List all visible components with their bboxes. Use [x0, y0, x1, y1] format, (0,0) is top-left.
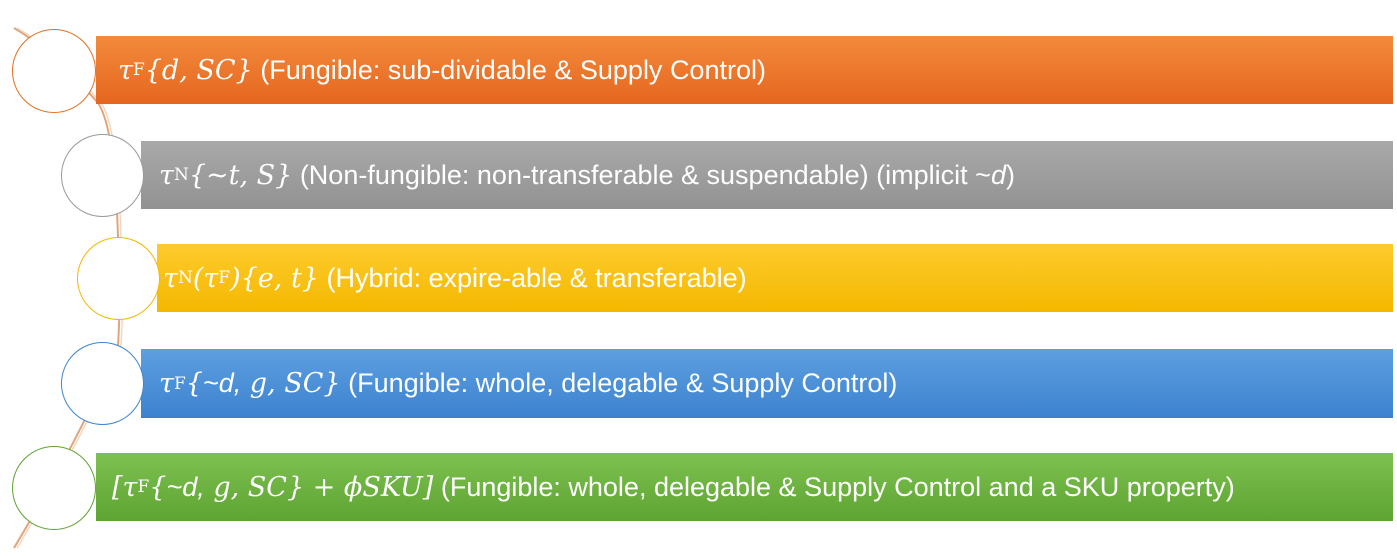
tier-4-circle: [61, 342, 144, 425]
tier-4-params: g, SC}: [241, 368, 341, 399]
tier-2-subscript: N: [173, 165, 189, 185]
tier-1-circle: [12, 29, 96, 113]
tier-3-inner-open: (τ: [192, 262, 219, 294]
tier-4-description: (Fungible: whole, delegable & Supply Con…: [340, 368, 898, 398]
tier-5-open-brace: {: [149, 471, 167, 503]
tier-3-subscript: N: [177, 268, 193, 288]
tier-5-subscript: F: [137, 477, 150, 497]
tier-2-circle: [61, 134, 144, 217]
tier-1-symbol: τ: [118, 54, 133, 86]
tier-4-subscript: F: [173, 373, 186, 394]
tier-3-description: (Hybrid: expire-able & transferable): [318, 262, 747, 293]
tier-4-not-divisible: ~d,: [202, 368, 242, 398]
tier-2-close-paren: ): [1005, 159, 1015, 190]
tier-2-symbol: τ: [159, 159, 174, 191]
tier-2-implicit-d: d: [990, 159, 1006, 190]
tier-5-not-divisible: ~d,: [166, 471, 205, 502]
tier-5-circle: [12, 446, 96, 530]
tier-3-circle: [77, 237, 160, 320]
tier-1-description: (Fungible: sub-dividable & Supply Contro…: [252, 54, 766, 85]
tier-1-subscript: F: [132, 60, 145, 80]
tier-2-params: {~t, S}: [188, 159, 293, 191]
tier-4-symbol: τ: [159, 368, 174, 399]
tier-2-description: (Non-fungible: non-transferable & suspen…: [292, 159, 991, 190]
tier-4-open-brace: {: [185, 368, 203, 399]
tier-3-symbol: τ: [163, 262, 178, 294]
tier-3-inner-subscript: F: [218, 268, 231, 288]
tier-5-description: (Fungible: whole, delegable & Supply Con…: [433, 471, 1235, 502]
tier-5-params: g, SC} + ϕSKU]: [204, 471, 434, 503]
tier-5-open: [τ: [112, 471, 138, 503]
tier-3-params: ){e, t}: [230, 262, 319, 294]
tier-1-params: {d, SC}: [144, 54, 253, 86]
